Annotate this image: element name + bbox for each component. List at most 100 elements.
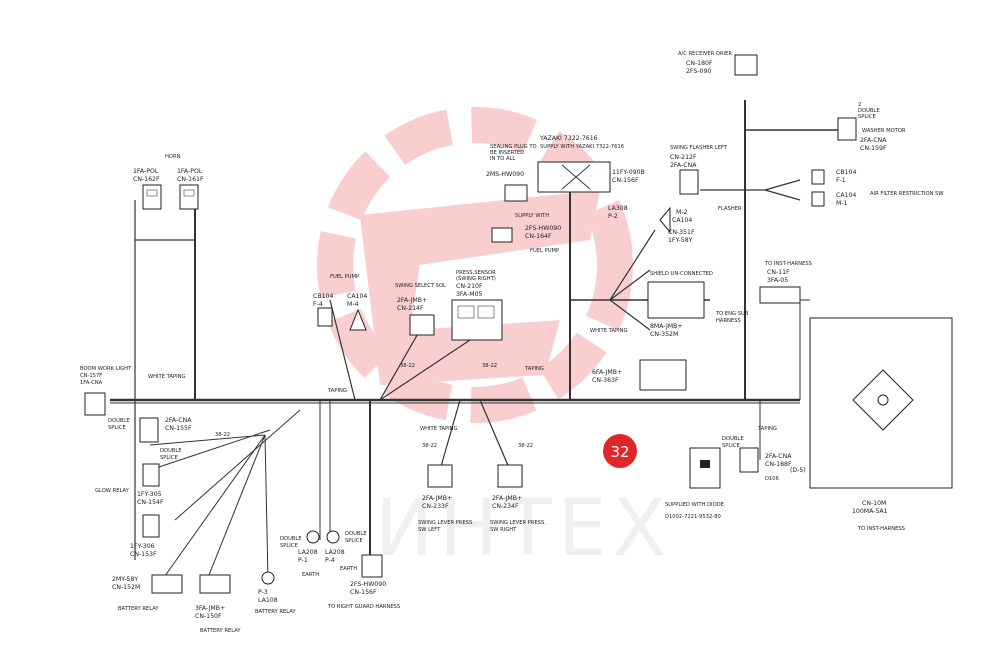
cn155f-line2: CN-155F (165, 425, 192, 432)
sealing-plug-line1: SEALING PLUG TO (490, 144, 537, 150)
connector-ca104-m4 (349, 308, 367, 331)
battery-relay-caption-2: BATTERY RELAY (200, 628, 241, 634)
cn351f-line2: 1FY-58Y (668, 237, 693, 244)
double-splice-5b: DOUBLE (858, 108, 880, 114)
cb104-f1-line2: F-1 (836, 177, 846, 184)
taping-1: TAPING (327, 388, 347, 394)
flasher-tag: FLASHER (718, 206, 742, 212)
connector-horn-left (142, 184, 162, 210)
cn153f-line2: CN-153F (130, 551, 157, 558)
ca104-m1-line1: CA104 (836, 192, 856, 199)
tag-5: 38-22 (215, 432, 230, 438)
callout-badge-number: 32 (610, 443, 629, 461)
horn-label: HORN (165, 154, 181, 160)
double-splice-4a: DOUBLE (345, 531, 367, 537)
connector-cn156f-bottom (361, 554, 383, 578)
white-taping-left: WHITE TAPING (148, 374, 186, 380)
connector-swing-flasher (679, 169, 699, 195)
press-sensor-line1: PRESS.SENSOR (456, 270, 496, 276)
connector-washer-motor (837, 117, 857, 141)
ac-receiver-line1: A/C RECEIVER DRIER (678, 51, 732, 57)
connector-cn154f (142, 463, 160, 487)
shield-unconnected: SHIELD UN-CONNECTED (650, 271, 713, 277)
cn153f-line1: 1FY-306 (130, 543, 155, 550)
la308-line1: LA308 (608, 205, 628, 212)
d5-label: (D-5) (790, 467, 806, 474)
la208-p1-line1: LA208 (298, 549, 318, 556)
connector-2ms-hw090 (504, 184, 528, 202)
callout-badge[interactable]: 32 (603, 434, 637, 468)
watermark-text: ИНТЕХ (375, 484, 672, 574)
connector-cn210f (451, 299, 503, 341)
cn188f-line2: CN-188F (765, 461, 792, 468)
to-inst-1-line3: 3FA-05 (767, 277, 788, 284)
cn188f-line1: 2FA-CNA (765, 453, 792, 460)
double-splice-6b: SPLICE (722, 443, 740, 449)
cn10m-line1: CN-10M (862, 500, 886, 507)
double-splice-3a: DOUBLE (280, 536, 302, 542)
d106-label: D106 (765, 476, 779, 482)
press-sensor-line2: (SWING RIGHT) (456, 276, 496, 282)
connector-m2-ca104 (659, 206, 671, 234)
yazaki-line2: SUPPLY WITH YAZAKI 7322-7616 (540, 144, 624, 150)
cn352m-line2: CN-352M (650, 331, 678, 338)
supplied-diode-line1: SUPPLIED WITH DIODE (665, 502, 724, 508)
ca104-m1-line2: M-1 (836, 200, 848, 207)
ac-receiver-line2: CN-180F (686, 60, 713, 67)
cn154f-line2: CN-154F (137, 499, 164, 506)
connector-ac-receiver (734, 54, 758, 76)
sealing-plug-line3: IN TO ALL (490, 156, 515, 162)
m2-ca104-line1: M-2 (676, 209, 688, 216)
connector-la208-p4 (326, 530, 340, 544)
cn10m-line2: 100MA-5A1 (852, 508, 888, 515)
earth-1: EARTH (302, 572, 319, 578)
cb104-f4-line2: F-4 (313, 301, 323, 308)
air-filter: AIR FILTER RESTRICTION SW (870, 191, 944, 197)
swing-flasher-line3: 2FA-CNA (670, 162, 697, 169)
cn154f-line1: 1FY-305 (137, 491, 162, 498)
double-splice-2b: SPLICE (160, 455, 178, 461)
tag-4: 38-22 (518, 443, 533, 449)
connector-cn214f (409, 314, 435, 336)
ca104-m4-line2: M-4 (347, 301, 359, 308)
connector-cn150f (199, 574, 231, 594)
press-sensor-line4: 3FA-M05 (456, 291, 483, 298)
swing-select-line1: SWING SELECT SOL (395, 283, 446, 289)
connector-cn363f (639, 359, 687, 391)
tag-2: 38-22 (482, 363, 497, 369)
double-splice-4b: SPLICE (345, 538, 363, 544)
cn164f-line1: 2FS-HW090 (525, 225, 561, 232)
la108-line1: P-3 (258, 589, 268, 596)
cn363f-line1: 6FA-JMB+ (592, 369, 622, 376)
la308-line2: P-2 (608, 213, 618, 220)
la208-p4-line2: P-4 (325, 557, 335, 564)
double-splice-6a: DOUBLE (722, 436, 744, 442)
press-sensor-line3: CN-210F (456, 283, 483, 290)
to-eng-sub-line2: HARNESS (716, 318, 741, 324)
cn164f-line2: CN-164F (525, 233, 552, 240)
double-splice-1a: DOUBLE (108, 418, 130, 424)
to-inst-1-line1: TO INST-HARNESS (764, 261, 812, 267)
cn156f-bottom-line2: CN-156F (350, 589, 377, 596)
la108-line2: LA108 (258, 597, 278, 604)
double-splice-1b: SPLICE (108, 425, 126, 431)
connector-cn233f (427, 464, 453, 488)
taping-2: TAPING (524, 366, 544, 372)
cn156f-bottom-line1: 2FS-HW090 (350, 581, 386, 588)
connector-cb104-f4 (317, 307, 333, 327)
connector-cn352m (647, 281, 705, 319)
tag-3: 38-22 (422, 443, 437, 449)
cn156f-top-line1: 11FY-090B (612, 169, 645, 176)
swing-flasher-line2: CN-212F (670, 154, 697, 161)
connector-cn234f (497, 464, 523, 488)
earth-2: EARTH (340, 566, 357, 572)
swing-flasher-line1: SWING FLASHER LEFT (670, 145, 728, 151)
cn234f-line2: CN-234F (492, 503, 519, 510)
cn233f-line2: CN-233F (422, 503, 449, 510)
swing-lever-left-line2: SW LEFT (418, 527, 441, 533)
cn233f-line1: 2FA-JMB+ (422, 495, 452, 502)
cn351f-line1: CN-351F (668, 229, 695, 236)
battery-relay-caption-3: BATTERY RELAY (255, 609, 296, 615)
swing-lever-right-line2: SW RIGHT (490, 527, 517, 533)
